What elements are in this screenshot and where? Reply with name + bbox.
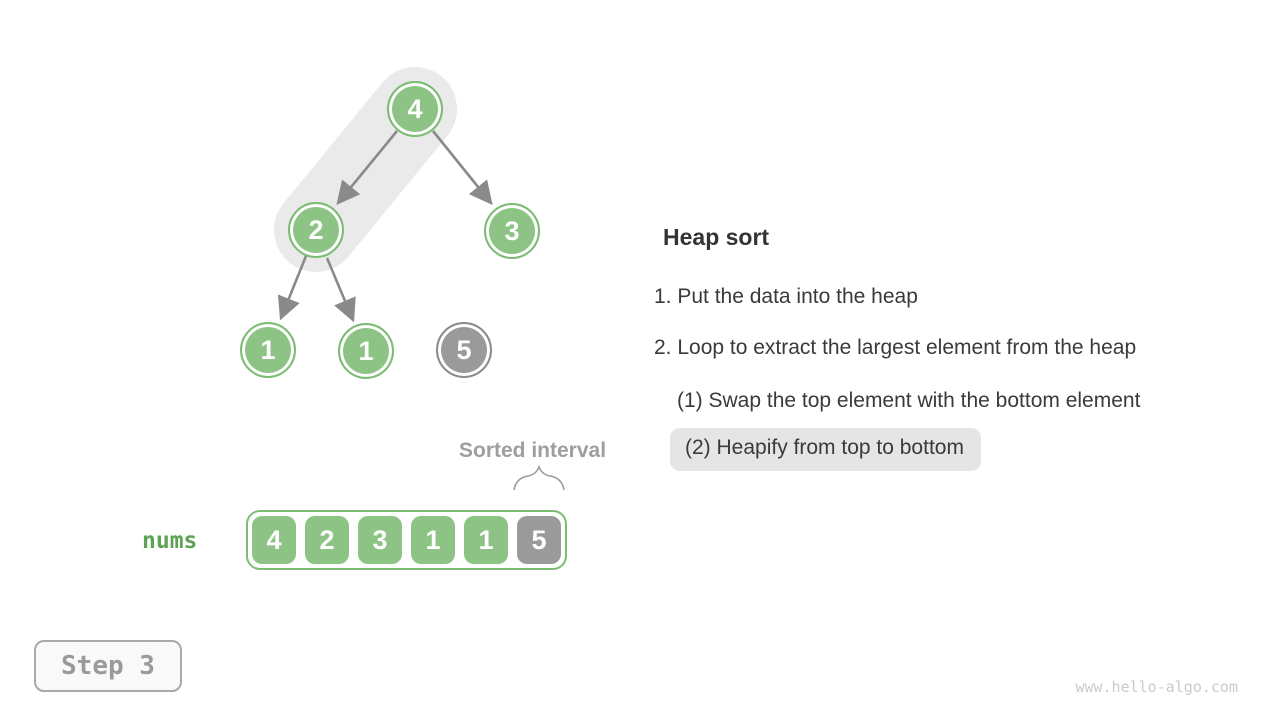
panel-item: 1. Put the data into the heap [654,285,918,308]
panel-heading: Heap sort [663,224,770,250]
watermark: www.hello-algo.com [1075,678,1238,696]
array-name-label: nums [142,528,198,554]
panel-item: (1) Swap the top element with the bottom… [677,389,1141,412]
tree-edge [277,255,308,321]
array-cell: 2 [305,516,349,564]
sorted-interval-label: Sorted interval [459,439,607,462]
step-badge: Step 3 [34,640,182,692]
array-cell: 1 [411,516,455,564]
tree-node-sorted: 5 [436,322,492,378]
tree-node-right: 3 [484,203,540,259]
array-cell: 4 [252,516,296,564]
tree-edge [336,130,399,206]
sorted-interval-brace [513,464,565,491]
tree-edge [325,257,356,323]
tree-node-root: 4 [387,81,443,137]
tree-node-left: 2 [288,202,344,258]
panel-item-highlighted: (2) Heapify from top to bottom [670,428,981,471]
array-cell-sorted: 5 [517,516,561,564]
panel-item: 2. Loop to extract the largest element f… [654,336,1137,359]
array-cell: 3 [358,516,402,564]
array-cell: 1 [464,516,508,564]
tree-node-leaf: 1 [240,322,296,378]
tree-edge [431,130,493,206]
tree-node-leaf: 1 [338,323,394,379]
nums-array: 4 2 3 1 1 5 [246,510,567,570]
